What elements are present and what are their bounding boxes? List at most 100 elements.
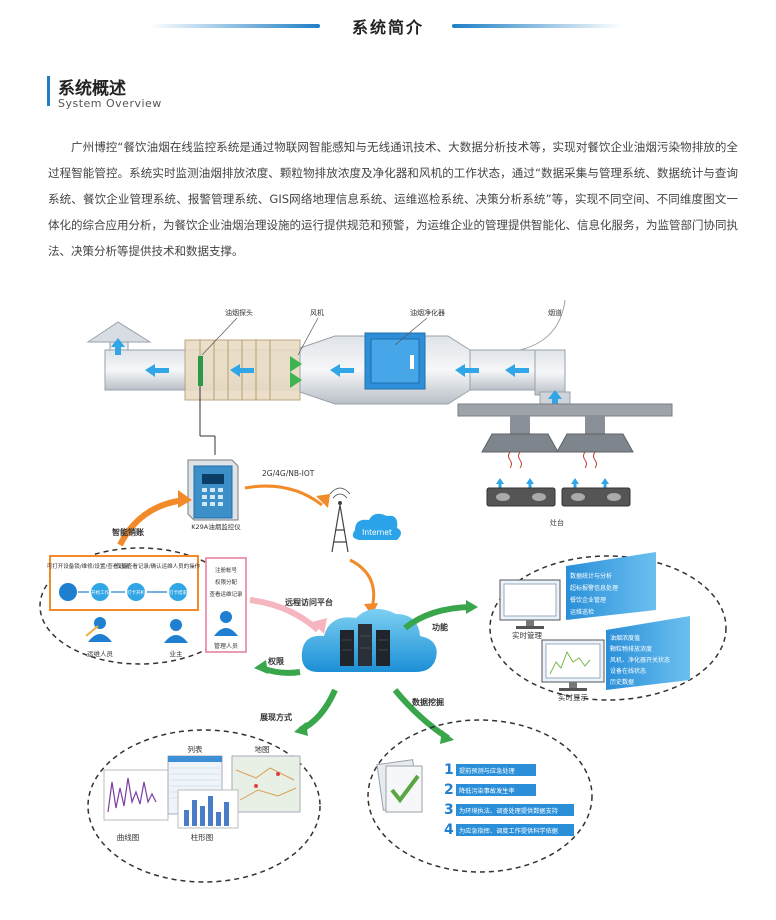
label-realtime-manage: 实时管理 xyxy=(512,630,542,640)
stoves xyxy=(486,487,631,507)
label-fan: 风机 xyxy=(310,308,324,317)
display-item-5: 历史数据 xyxy=(610,678,634,686)
label-purifier: 油烟净化器 xyxy=(410,308,445,317)
system-diagram: 油烟探头 风机 油烟净化器 烟道 灶台 K29A油烟监控仪 xyxy=(39,299,727,883)
page-title: 系统简介 xyxy=(351,18,424,37)
label-probe: 油烟探头 xyxy=(225,308,253,317)
label-function: 功能 xyxy=(432,622,448,632)
manage-item-1: 数据统计与分析 xyxy=(570,572,612,580)
map-thumb xyxy=(231,755,301,813)
worker-icon xyxy=(85,617,112,642)
manage-item-4: 运维巡检 xyxy=(570,608,594,616)
display-item-2: 颗粒物排放浓度 xyxy=(610,645,652,653)
label-cloud: 云服务器平台 xyxy=(346,680,394,690)
ops-step-2 xyxy=(91,583,109,601)
k29a-monitor xyxy=(187,459,239,521)
admin-item-3: 查看运维记录 xyxy=(209,590,243,598)
cloud-platform xyxy=(301,608,437,672)
label-list: 列表 xyxy=(188,744,203,754)
arrow-to-cloud xyxy=(349,558,376,609)
mining-num-4: 4 xyxy=(444,822,454,838)
mining-num-3: 3 xyxy=(444,802,454,818)
signal-tower xyxy=(329,487,351,553)
section-accent-bar xyxy=(47,76,50,106)
arrow-remote-access xyxy=(249,597,320,633)
mining-bar-3 xyxy=(456,804,574,816)
section-subtitle: System Overview xyxy=(58,97,162,110)
mining-item-3: 为环境执法、调查处理提供数据支持 xyxy=(459,807,558,815)
report-icon xyxy=(376,759,423,813)
owner-icon xyxy=(164,619,188,643)
label-worker: 运维人员 xyxy=(87,649,114,658)
curve-chart-thumb xyxy=(103,769,169,821)
bar-chart-thumb xyxy=(177,789,239,829)
arrow-smart-close xyxy=(117,497,186,547)
ops-left-text: 可打开设备锁/维修/设置/查看记录 xyxy=(47,562,130,570)
monitor-realtime-manage xyxy=(499,579,561,629)
admin-item-1: 注册帐号 xyxy=(215,566,238,574)
duct-system xyxy=(86,299,571,455)
exhaust-hood-top xyxy=(86,321,152,343)
mining-item-1: 提前预测与应急处理 xyxy=(459,767,515,775)
mining-bar-4 xyxy=(456,824,574,836)
mining-bar-1 xyxy=(456,764,536,776)
label-stove: 灶台 xyxy=(550,518,564,527)
banner-line-left xyxy=(150,24,320,28)
admin-box xyxy=(205,557,247,653)
admin-item-2: 权限分配 xyxy=(215,578,238,586)
intro-paragraph: 广州博控“餐饮油烟在线监控系统是通过物联网智能感知与无线通讯技术、大数据分析技术… xyxy=(48,140,738,258)
display-panel xyxy=(606,616,690,690)
mining-num-2: 2 xyxy=(444,782,454,798)
stove-up-arrows xyxy=(496,478,609,490)
display-ellipse xyxy=(87,729,321,883)
label-flue: 烟道 xyxy=(548,308,562,317)
ops-mid-text: 仅能查看记录/确认运维人员的操作 xyxy=(116,562,201,570)
arrow-to-tower xyxy=(244,484,323,507)
mining-ellipse xyxy=(367,719,593,873)
ops-step-4 xyxy=(169,583,187,601)
label-owner: 业主 xyxy=(170,649,184,658)
label-data-mining: 数据挖掘 xyxy=(412,697,444,707)
fan-blades xyxy=(290,356,302,388)
label-realtime-display: 实时显示 xyxy=(558,692,588,702)
ops-step-3 xyxy=(127,583,145,601)
ops-step-3-label: 打卡开机 xyxy=(127,589,145,596)
ops-step-4-label: 打卡结束 xyxy=(169,589,187,596)
manage-panel xyxy=(566,552,656,620)
mining-num-1: 1 xyxy=(444,762,454,778)
ops-step-2-label: 开始工作 xyxy=(91,589,109,596)
ops-step-1 xyxy=(59,583,77,601)
monitor-realtime-display xyxy=(541,639,605,691)
label-map: 地图 xyxy=(255,744,270,754)
label-curve: 曲线图 xyxy=(117,832,140,842)
section-title: 系统概述 xyxy=(58,79,126,99)
banner-line-right xyxy=(452,24,622,28)
manage-item-2: 超标报警信息处理 xyxy=(570,584,618,592)
display-item-4: 设备在线状态 xyxy=(610,667,646,675)
shelf xyxy=(457,403,673,417)
display-item-3: 风机、净化器开关状态 xyxy=(610,656,670,664)
heat-waves xyxy=(508,451,597,469)
label-remote-access: 远程访问平台 xyxy=(285,597,333,607)
flue-pointer xyxy=(519,299,566,351)
label-smart-close: 智能销账 xyxy=(112,527,144,537)
label-protocol: 2G/4G/NB-IOT xyxy=(262,469,315,478)
display-item-1: 油烟浓度值 xyxy=(610,634,640,642)
label-display-mode: 展现方式 xyxy=(259,712,292,722)
label-device: K29A油烟监控仪 xyxy=(191,522,241,531)
range-hoods xyxy=(481,416,634,453)
arrow-function xyxy=(403,604,471,631)
label-bar: 柱形图 xyxy=(191,832,214,842)
admin-icon xyxy=(214,611,238,636)
mining-bar-2 xyxy=(456,784,536,796)
smoke-probe xyxy=(198,356,203,386)
label-internet: Internet xyxy=(362,528,392,537)
internet-cloud xyxy=(352,513,401,540)
label-permission: 权限 xyxy=(267,656,284,666)
label-admin: 管理人员 xyxy=(214,642,238,650)
functions-ellipse xyxy=(489,555,727,701)
manage-item-3: 餐饮企业管理 xyxy=(570,596,606,604)
ops-workflow-box xyxy=(49,555,199,611)
mining-item-4: 为应急指挥、调度工作提供科学依据 xyxy=(459,827,558,835)
mining-item-2: 降低污染事故发生率 xyxy=(459,787,515,795)
